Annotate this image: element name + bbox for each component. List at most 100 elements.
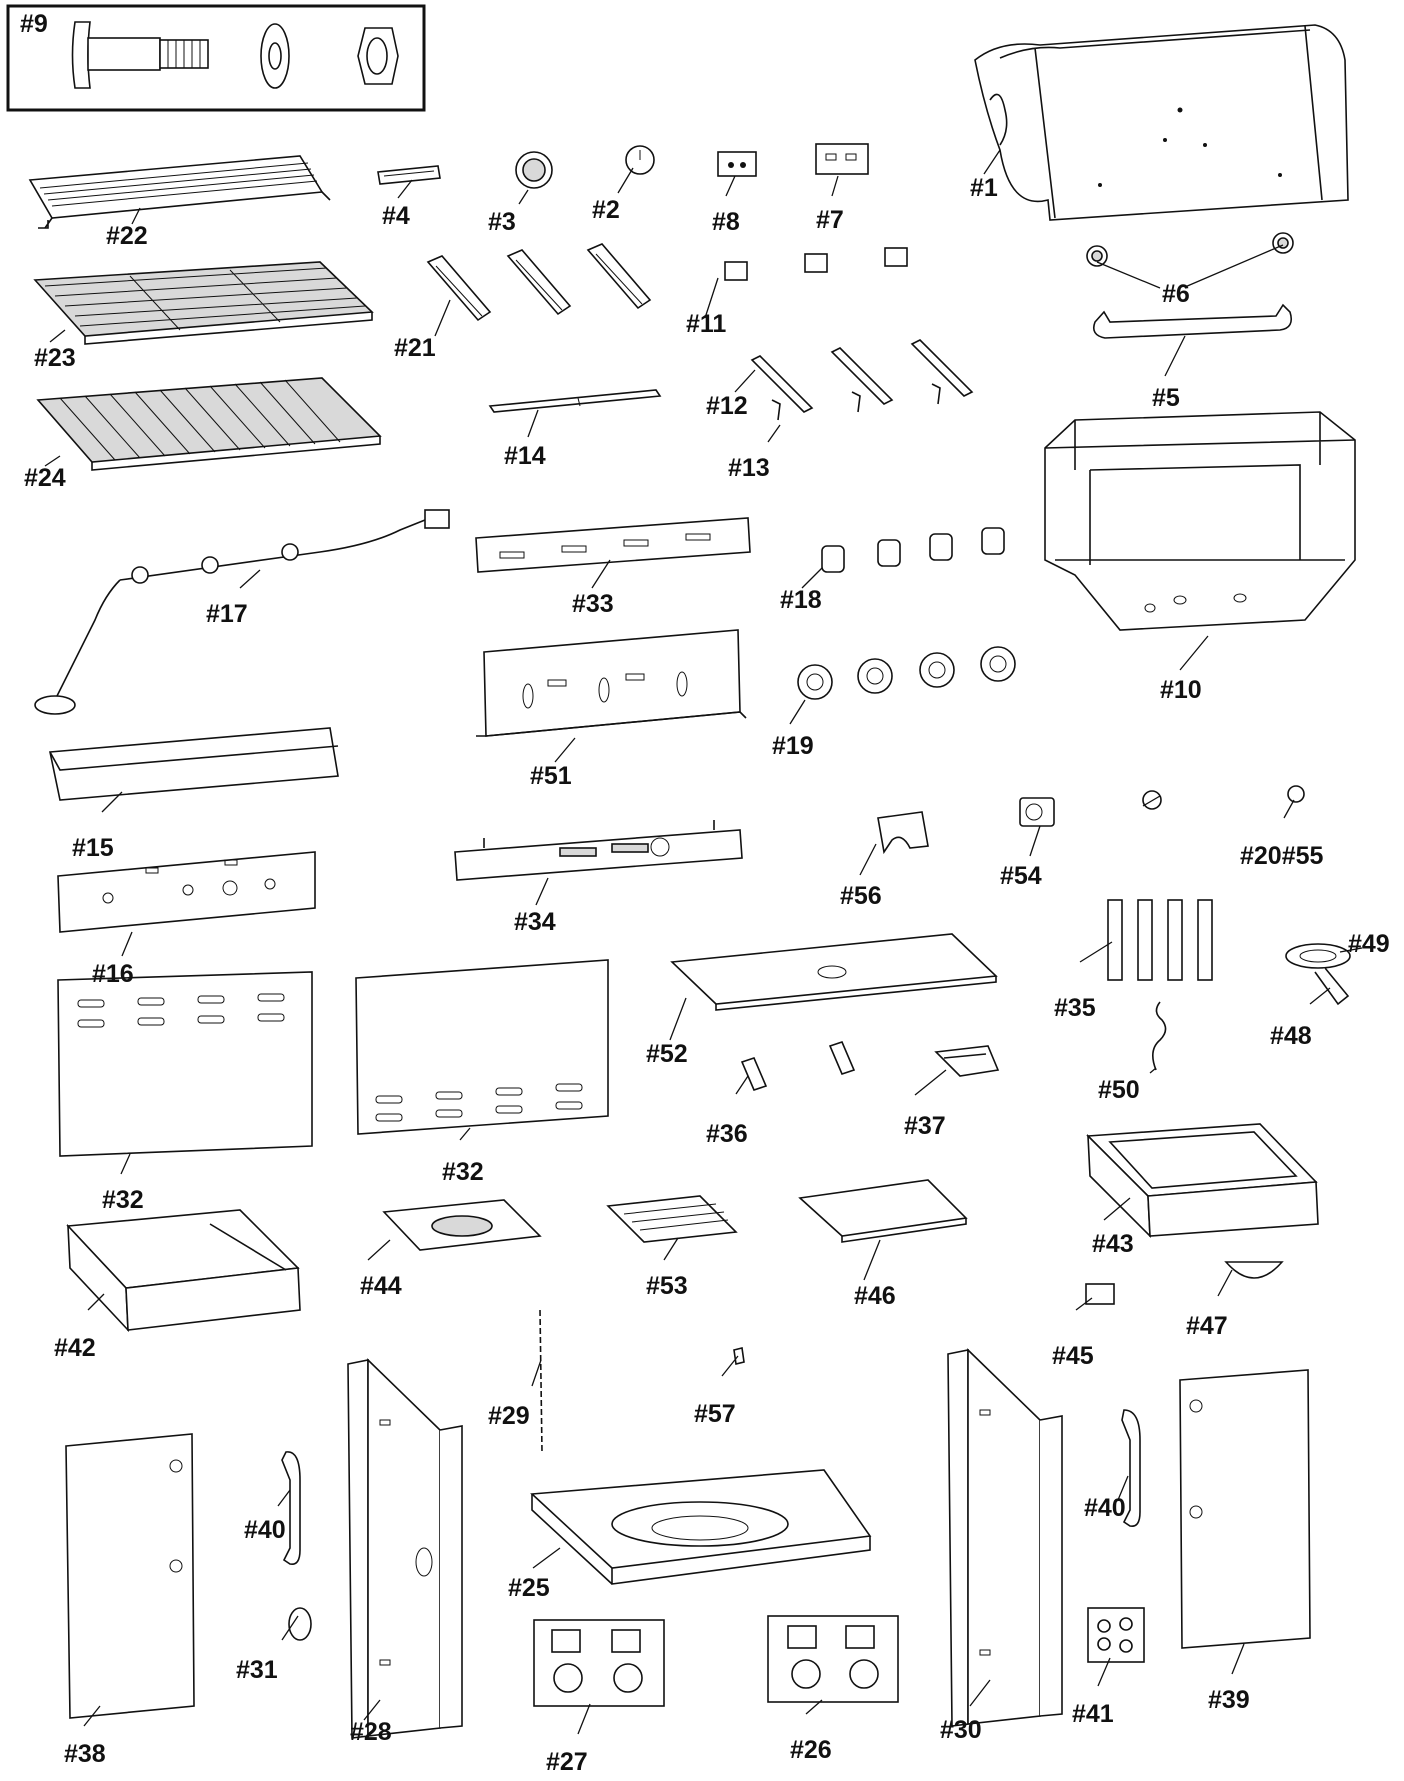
label-part-23: #23 — [34, 344, 76, 372]
label-part-29: #29 — [488, 1402, 530, 1430]
part-13-electrodes — [771, 383, 941, 421]
part-21-heat-tents — [426, 243, 652, 322]
part-51-heat-shield — [476, 629, 747, 737]
label-part-32a: #32 — [102, 1186, 144, 1214]
part-36-bracket — [740, 1041, 856, 1091]
label-part-3: #3 — [488, 208, 516, 236]
label-part-46: #46 — [854, 1282, 896, 1310]
part-40-door-handle-left — [281, 1451, 301, 1566]
part-32-back-panel-left — [57, 971, 313, 1157]
label-part-31: #31 — [236, 1656, 278, 1684]
part-39-right-door — [1179, 1369, 1311, 1649]
part-52-side-shelf — [670, 933, 998, 1011]
label-part-33: #33 — [572, 590, 614, 618]
part-56-block — [877, 811, 929, 855]
label-part-9: #9 — [20, 10, 48, 38]
label-part-17: #17 — [206, 600, 248, 628]
label-part-8: #8 — [712, 208, 740, 236]
part-19-knob-bezels — [797, 646, 1016, 700]
part-27-casters — [533, 1619, 665, 1707]
part-45-bracket — [1085, 1283, 1115, 1305]
label-part-16: #16 — [92, 960, 134, 988]
part-17-gas-manifold — [34, 509, 450, 715]
label-part-22: #22 — [106, 222, 148, 250]
label-part-40b: #40 — [1084, 1494, 1126, 1522]
label-part-27: #27 — [546, 1748, 588, 1776]
part-9-hardware — [6, 4, 426, 112]
label-part-34: #34 — [514, 908, 556, 936]
part-38-left-door — [65, 1433, 195, 1719]
part-3-bezel — [515, 151, 553, 189]
part-50-wire — [1152, 1001, 1167, 1071]
label-part-10: #10 — [1160, 676, 1202, 704]
label-part-25: #25 — [508, 1574, 550, 1602]
part-43-side-burner-box — [1086, 1123, 1319, 1239]
label-part-47: #47 — [1186, 1312, 1228, 1340]
label-part-11: #11 — [686, 310, 726, 338]
part-32-back-panel-right — [355, 959, 609, 1135]
label-part-36: #36 — [706, 1120, 748, 1148]
part-47-heat-plate — [1224, 1261, 1284, 1279]
label-part-7: #7 — [816, 206, 844, 234]
part-48-side-burner — [1285, 943, 1351, 1006]
part-8-bracket — [717, 151, 757, 177]
part-57-clip — [733, 1347, 745, 1365]
label-part-35: #35 — [1054, 994, 1096, 1022]
label-part-51: #51 — [530, 762, 572, 790]
label-part-57: #57 — [694, 1400, 736, 1428]
part-42-cabinet-top — [66, 1209, 301, 1333]
label-part-52: #52 — [646, 1040, 688, 1068]
part-30-right-frame — [947, 1348, 1063, 1727]
label-part-24: #24 — [24, 464, 66, 492]
label-part-45: #45 — [1052, 1342, 1094, 1370]
label-part-32b: #32 — [442, 1158, 484, 1186]
label-part-15: #15 — [72, 834, 114, 862]
part-46-side-lid — [798, 1179, 968, 1243]
label-part-49: #49 — [1348, 930, 1390, 958]
part-44-burner-pan — [382, 1199, 542, 1251]
label-part-12: #12 — [706, 392, 748, 420]
part-20-55-igniter-parts — [1142, 785, 1305, 810]
label-part-48: #48 — [1270, 1022, 1312, 1050]
label-part-54: #54 — [1000, 862, 1042, 890]
part-40-door-handle-right — [1121, 1409, 1141, 1528]
part-37-grease-tray — [934, 1045, 1000, 1077]
part-35-brackets — [1107, 899, 1213, 981]
part-29-ignition-rod — [539, 1309, 543, 1453]
label-part-14: #14 — [504, 442, 546, 470]
part-11-igniter-brackets — [724, 247, 908, 281]
part-24-searing-grate — [36, 377, 382, 471]
label-part-42: #42 — [54, 1334, 96, 1362]
part-31-plug — [288, 1607, 312, 1641]
label-part-37: #37 — [904, 1112, 946, 1140]
label-part-30: #30 — [940, 1716, 982, 1744]
part-16-control-panel — [57, 851, 316, 933]
label-part-21: #21 — [394, 334, 436, 362]
part-7-bracket — [815, 143, 869, 175]
part-33-panel — [475, 517, 751, 573]
label-part-28: #28 — [350, 1718, 392, 1746]
part-34-front-rail — [454, 820, 743, 881]
part-25-bottom-shelf — [530, 1469, 872, 1585]
label-part-39: #39 — [1208, 1686, 1250, 1714]
label-part-2: #2 — [592, 196, 620, 224]
label-part-40a: #40 — [244, 1516, 286, 1544]
leader-lines — [44, 149, 1363, 1735]
part-28-left-frame — [347, 1358, 463, 1739]
label-part-4: #4 — [382, 202, 410, 230]
part-53-side-grate — [606, 1195, 738, 1243]
label-part-19: #19 — [772, 732, 814, 760]
label-part-20-55: #20#55 — [1240, 842, 1324, 870]
part-26-locking-casters — [767, 1615, 899, 1703]
part-labels: #9 #1 #22 #4 #3 #2 #8 #7 #6 #11 #21 #23 … — [20, 10, 1390, 1776]
label-part-18: #18 — [780, 586, 822, 614]
label-part-44: #44 — [360, 1272, 402, 1300]
part-6-handle-fasteners — [1086, 232, 1294, 267]
part-23-cooking-grate — [33, 261, 374, 345]
label-part-38: #38 — [64, 1740, 106, 1768]
part-54-igniter — [1019, 797, 1055, 827]
part-41-fasteners — [1087, 1607, 1145, 1663]
part-22-warming-rack — [28, 155, 331, 229]
label-part-6: #6 — [1162, 280, 1190, 308]
